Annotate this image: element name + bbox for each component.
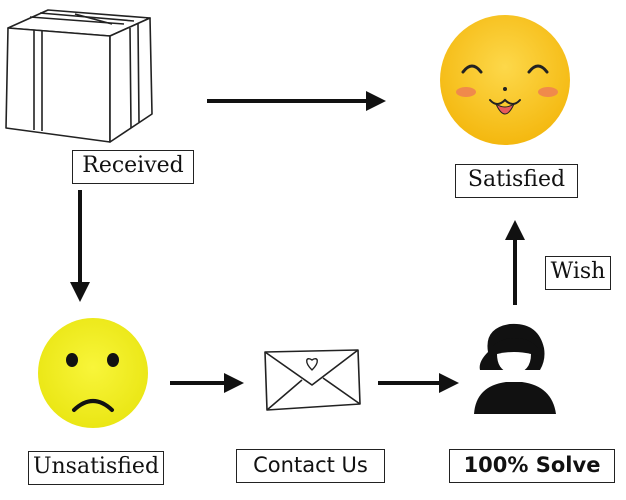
package-box-icon <box>5 9 153 143</box>
label-satisfied: Satisfied <box>455 164 578 198</box>
label-unsatisfied: Unsatisfied <box>28 451 164 485</box>
label-100-solve: 100% Solve <box>449 449 615 483</box>
label-contact-us: Contact Us <box>236 449 385 483</box>
heart-envelope-icon <box>264 349 361 411</box>
support-agent-icon <box>474 323 556 414</box>
sad-face-icon <box>38 318 148 428</box>
happy-face-icon <box>440 15 570 145</box>
label-wish: Wish <box>545 256 611 290</box>
label-received: Received <box>72 150 194 184</box>
flow-arrows <box>70 91 525 393</box>
